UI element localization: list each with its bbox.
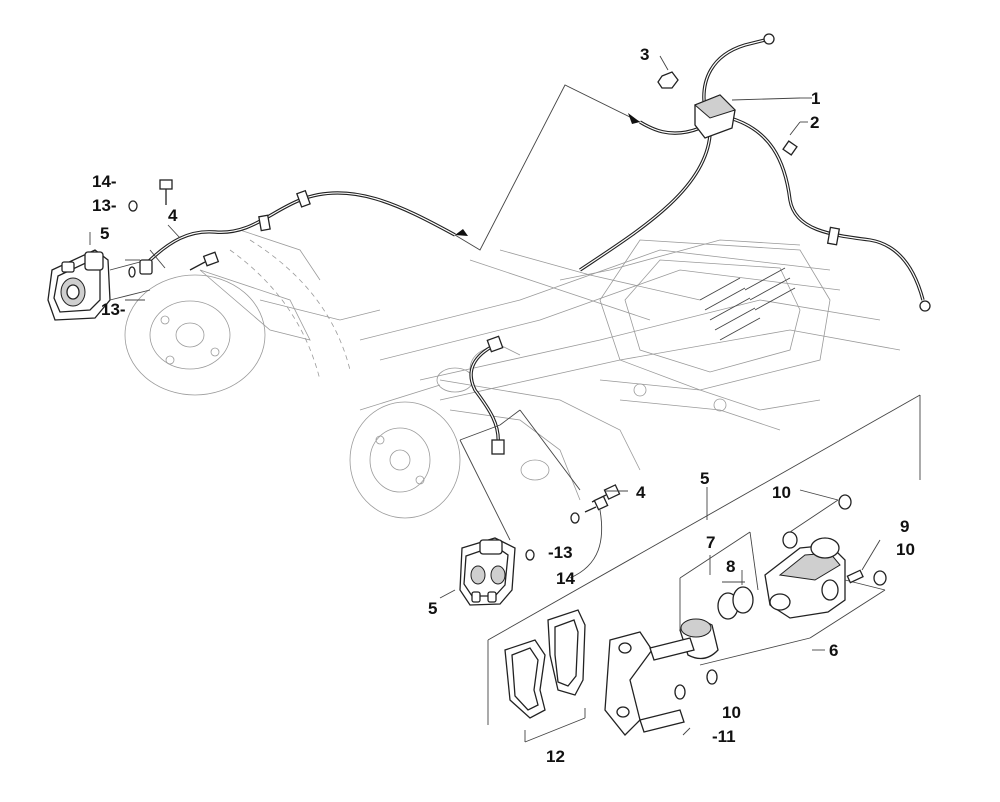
- brake-junction-block: [694, 94, 801, 139]
- washer-part-13-upper: [128, 200, 138, 212]
- nut-part-3: [657, 55, 679, 89]
- washers-part-10-top: [782, 489, 852, 549]
- mounting-bracket-part-11: [604, 631, 718, 736]
- front-brake-hose: [459, 335, 581, 541]
- exploded-view-bracket-lines: [487, 394, 921, 725]
- callout-4-upper: 4: [168, 206, 178, 225]
- callout-9: 9: [900, 517, 909, 536]
- seals-part-8: [717, 581, 754, 620]
- callout-14-top: 14-: [92, 172, 117, 191]
- callout-labels: 1 2 3 4 4 5 5 5 6 7 8 9 10 10 10 -11 12 …: [92, 45, 915, 766]
- callout-14-lower: 14: [556, 569, 575, 588]
- washer-part-13-left: [125, 259, 145, 301]
- callout-4-lower: 4: [636, 483, 646, 502]
- brake-pads-part-12: [504, 609, 586, 743]
- vehicle-frame-background: [124, 229, 901, 519]
- callout-5-left: 5: [100, 224, 109, 243]
- bleeder-part-9: [846, 539, 881, 584]
- callout-13-top: 13-: [92, 196, 117, 215]
- washer-part-10-right: [873, 570, 887, 586]
- front-caliper: [459, 537, 516, 606]
- callout-5-lower: 5: [428, 599, 437, 618]
- callout-1: 1: [811, 89, 820, 108]
- rear-caliper-left: [47, 249, 166, 321]
- callout-13-lower: -13: [548, 543, 573, 562]
- callout-6: 6: [829, 641, 838, 660]
- callout-leaders: [89, 97, 825, 651]
- callout-13-left: 13-: [101, 300, 126, 319]
- callout-8: 8: [726, 557, 735, 576]
- caliper-body-part-6: [699, 537, 886, 666]
- callout-5-exploded: 5: [700, 469, 709, 488]
- washer-part-13-lower: [525, 512, 580, 561]
- bolt-part-14-upper: [159, 179, 173, 205]
- callout-11: -11: [712, 727, 736, 746]
- screw-part-2: [782, 121, 801, 156]
- callout-10-top: 10: [772, 483, 791, 502]
- brake-hose-upper: [143, 33, 931, 312]
- callout-10-right: 10: [896, 540, 915, 559]
- bolt-part-14-lower: [569, 495, 609, 579]
- callout-7: 7: [706, 533, 715, 552]
- callout-2: 2: [810, 113, 819, 132]
- callout-12: 12: [546, 747, 565, 766]
- bolt-part-4-upper: [189, 251, 220, 271]
- callout-3: 3: [640, 45, 649, 64]
- callout-10-bottom: 10: [722, 703, 741, 722]
